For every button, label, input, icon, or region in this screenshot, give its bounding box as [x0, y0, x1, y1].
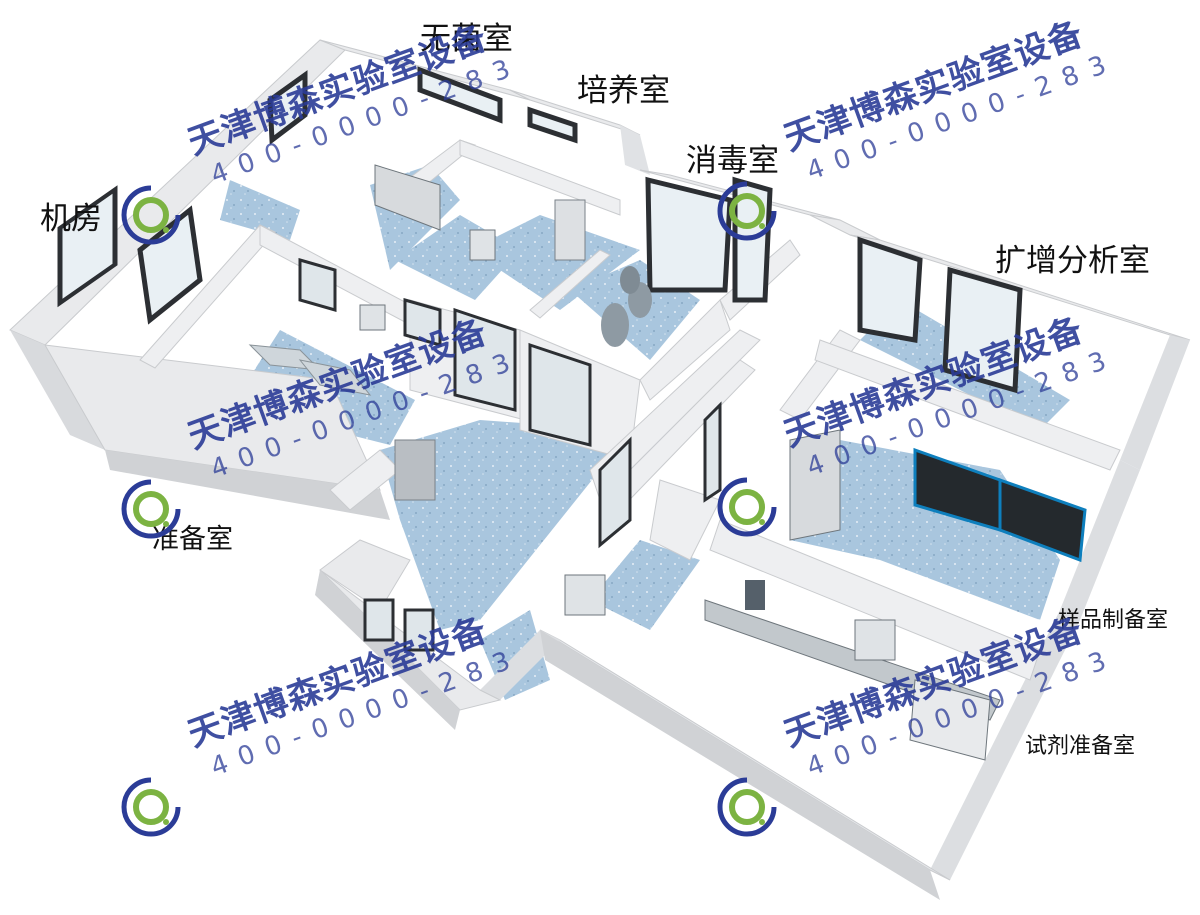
company-logo-icon [121, 479, 181, 539]
company-logo-icon [121, 185, 181, 245]
glass-doors [298, 258, 722, 652]
label-culture-room: 培养室 [577, 73, 670, 109]
label-disinfection-room: 消毒室 [686, 143, 779, 179]
company-logo-icon [717, 477, 777, 537]
lab-equipment [248, 164, 1087, 761]
label-machine-room: 机房 [40, 201, 102, 237]
watermark: 天津博森实验室设备 400-0000-283 [716, 310, 1121, 540]
label-amplification-room: 扩增分析室 [995, 243, 1150, 279]
company-logo-icon [717, 181, 777, 241]
floor-areas [220, 165, 1070, 700]
watermark: 天津博森实验室设备 400-0000-283 [120, 18, 525, 248]
label-sample-prep-room: 样品制备室 [1058, 608, 1169, 633]
watermark: 天津博森实验室设备 400-0000-283 [120, 312, 525, 542]
watermark: 天津博森实验室设备 400-0000-283 [716, 610, 1121, 840]
label-reagent-prep-room: 试剂准备室 [1025, 734, 1136, 759]
company-logo-icon [717, 777, 777, 837]
company-logo-icon [121, 777, 181, 837]
watermark: 天津博森实验室设备 400-0000-283 [716, 14, 1121, 244]
exterior-windows [57, 66, 1023, 394]
watermark: 天津博森实验室设备 400-0000-283 [120, 610, 525, 840]
label-sterile-room: 无菌室 [420, 21, 513, 57]
